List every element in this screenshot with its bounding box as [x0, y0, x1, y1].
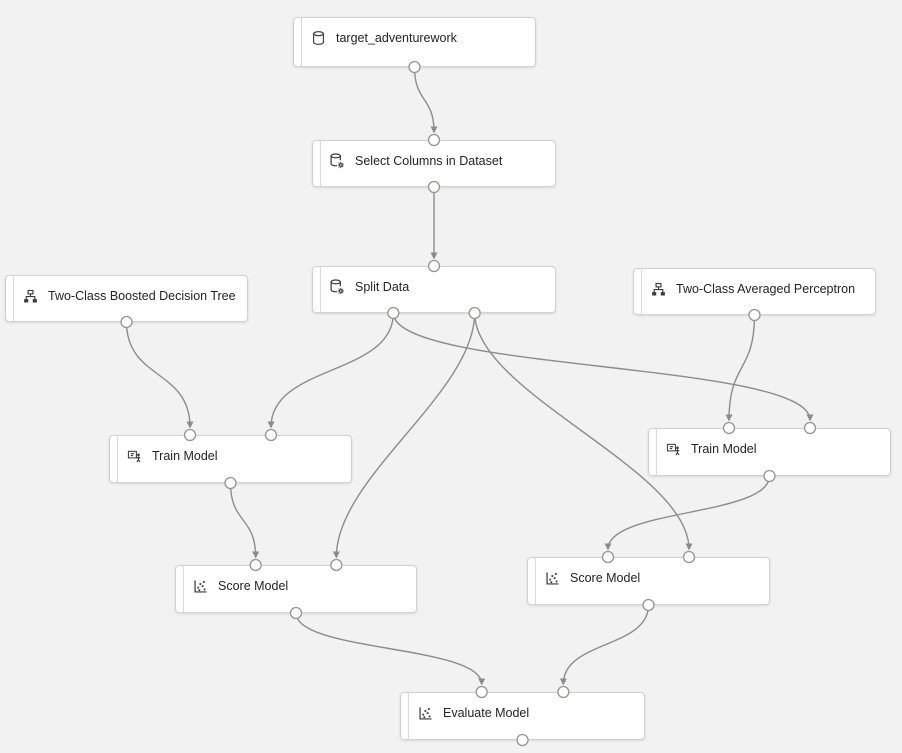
database-gear-icon: [329, 153, 345, 169]
node-score_model_right[interactable]: Score Model: [527, 557, 770, 605]
node-averaged_perceptron[interactable]: Two-Class Averaged Perceptron: [633, 268, 876, 315]
edge-boosted_tree-to-train_model_left[interactable]: [125, 321, 194, 429]
train-model-icon: [126, 448, 142, 464]
edge-split_data-to-train_model_right[interactable]: [392, 312, 814, 422]
node-label: target_adventurework: [336, 31, 457, 45]
node-label: Two-Class Averaged Perceptron: [676, 282, 856, 296]
hierarchy-icon: [22, 288, 38, 304]
scatter-plot-icon: [192, 578, 208, 594]
edge-score_model_right-to-evaluate_model[interactable]: [559, 604, 650, 686]
node-train_model_left[interactable]: Train Model: [109, 435, 352, 483]
edge-split_data-to-train_model_left[interactable]: [267, 312, 395, 429]
scatter-plot-icon: [417, 705, 433, 721]
node-train_model_right[interactable]: Train Model: [648, 428, 891, 476]
edge-train_model_left-to-score_model_left[interactable]: [229, 482, 260, 559]
scatter-plot-icon: [544, 570, 560, 586]
node-label: Score Model: [218, 579, 289, 593]
node-label: Select Columns in Dataset: [355, 154, 503, 168]
edge-train_model_right-to-score_model_right[interactable]: [604, 475, 771, 551]
node-target_adventurework[interactable]: target_adventurework: [293, 17, 536, 67]
node-label: Split Data: [355, 280, 410, 294]
database-gear-icon: [329, 279, 345, 295]
node-label: Two-Class Boosted Decision Tree: [48, 289, 236, 303]
node-label: Score Model: [570, 571, 641, 585]
edge-split_data-to-score_model_left[interactable]: [332, 312, 476, 559]
node-label: Train Model: [691, 442, 757, 456]
node-boosted_tree[interactable]: Two-Class Boosted Decision Tree: [5, 275, 248, 322]
node-split_data[interactable]: Split Data: [312, 266, 556, 313]
edge-target_adventurework-to-select_columns[interactable]: [413, 66, 438, 134]
node-label: Train Model: [152, 449, 218, 463]
hierarchy-icon: [650, 281, 666, 297]
edge-score_model_left-to-evaluate_model[interactable]: [295, 612, 486, 686]
database-icon: [310, 30, 326, 46]
node-score_model_left[interactable]: Score Model: [175, 565, 417, 613]
node-label: Evaluate Model: [443, 706, 530, 720]
edge-averaged_perceptron-to-train_model_right[interactable]: [725, 314, 756, 422]
node-evaluate_model[interactable]: Evaluate Model: [400, 692, 645, 740]
node-select_columns[interactable]: Select Columns in Dataset: [312, 140, 556, 187]
train-model-icon: [665, 441, 681, 457]
